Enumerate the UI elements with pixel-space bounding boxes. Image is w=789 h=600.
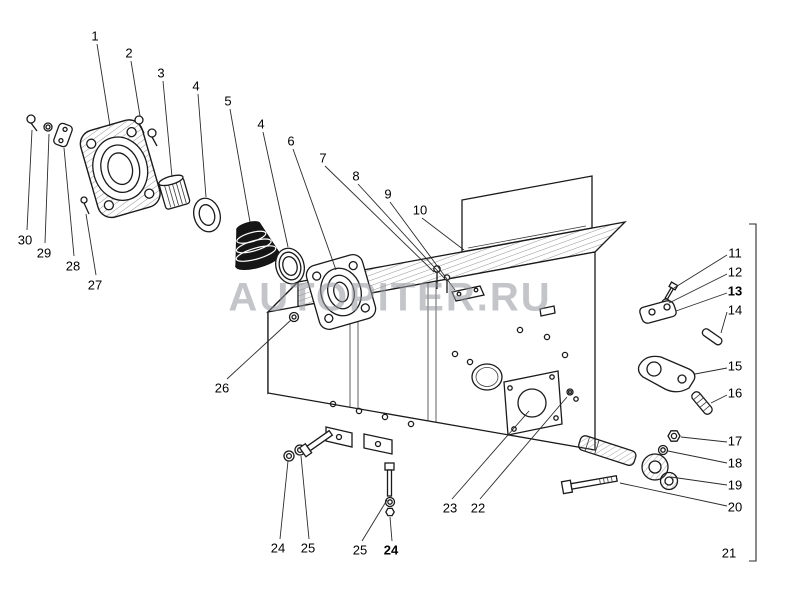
leader-line-27 [85,213,97,276]
part-pin-14 [701,328,723,346]
callout-7: 7 [319,151,326,166]
part-bolt-vertical [384,462,396,517]
part-rubber-boot [235,221,281,271]
callout-26: 26 [215,381,229,396]
part-splined-bushing [158,174,191,210]
leader-line-25 [300,455,310,540]
callout-4: 4 [192,79,199,94]
part-gasket-plate [503,370,563,436]
callout-5: 5 [224,94,231,109]
part-bolt-11 [664,281,679,301]
leader-line-14 [720,311,728,334]
part-bolt-angled [298,429,334,458]
part-spring-pin-16 [691,391,713,415]
part-washer-18 [657,444,669,456]
part-washer-29 [43,122,53,132]
part-flange-bolts [134,115,158,147]
leader-line-29 [44,133,50,244]
part-knuckle-arm-19 [578,435,679,491]
leader-line-9 [389,201,456,291]
leader-line-13 [675,292,728,312]
leader-line-3 [162,80,173,178]
callout-17: 17 [728,434,742,449]
leader-line-1 [96,43,111,127]
part-seal-ring [275,247,305,285]
leader-line-10 [421,217,465,251]
callout-labels-layer: 1234546789101112131415161718192021222324… [18,29,742,561]
callout-13: 13 [728,284,742,299]
leader-line-26 [226,319,292,380]
callout-2: 2 [125,46,132,61]
leader-line-11 [673,254,728,289]
leader-line-25 [361,499,388,542]
callout-27: 27 [88,278,102,293]
callout-9: 9 [384,187,391,202]
leader-line-7 [324,165,435,273]
leader-line-12 [668,273,728,304]
part-plug [288,311,300,323]
leader-line-16 [710,394,728,404]
part-plate-28 [53,122,73,148]
part-nut-17 [667,430,681,442]
part-flange-plate [305,254,377,330]
callout-20: 20 [728,500,742,515]
callout-1: 1 [91,29,98,44]
leader-line-4 [197,93,207,198]
callout-28: 28 [66,259,80,274]
callout-30: 30 [18,233,32,248]
leader-line-23 [451,410,530,500]
leader-line-19 [670,476,728,486]
range-bracket-11-21 [749,223,757,562]
part-washer-ring [193,197,221,233]
callout-21: 21 [722,546,736,561]
leader-line-2 [130,60,141,117]
leader-line-18 [667,450,728,464]
housing-mount-feet [325,426,393,455]
callout-3: 3 [157,66,164,81]
callout-22: 22 [471,501,485,516]
front-face-slot [539,305,556,317]
leader-line-24 [389,516,393,542]
callout-4: 4 [257,117,264,132]
callout-25: 25 [353,543,367,558]
part-bracket-lever-15 [637,355,696,393]
callout-6: 6 [287,134,294,149]
part-flanged-housing [79,119,161,219]
front-face-large-hole [471,363,503,391]
part-gasket-studs [566,388,579,402]
callout-29: 29 [37,246,51,261]
callout-11: 11 [728,246,742,261]
callout-25: 25 [301,541,315,556]
callout-19: 19 [728,478,742,493]
callout-10: 10 [413,203,427,218]
callout-18: 18 [728,456,742,471]
callout-12: 12 [728,265,742,280]
leader-line-20 [619,482,728,507]
callout-24: 24 [271,541,285,556]
leader-line-15 [694,367,728,375]
callout-8: 8 [352,169,359,184]
callout-14: 14 [728,303,742,318]
leader-line-28 [63,147,75,257]
leader-line-5 [229,108,251,223]
part-bolt-20 [560,474,618,495]
callout-23: 23 [443,501,457,516]
leader-line-30 [26,129,33,231]
part-stud-27 [80,196,90,215]
leader-line-6 [292,148,337,271]
part-top-cover-plate [451,285,485,302]
leader-line-17 [680,436,728,443]
part-clamp-bracket-13 [639,300,677,324]
leader-lines-layer [26,43,728,542]
callout-15: 15 [728,359,742,374]
front-face-holes [329,326,569,428]
leader-line-8 [357,183,446,280]
callout-24: 24 [384,543,399,558]
leader-line-24 [279,460,289,540]
callout-16: 16 [728,386,742,401]
part-bolt-30 [26,114,38,132]
leader-line-4 [262,131,289,248]
leader-line-22 [479,396,568,500]
